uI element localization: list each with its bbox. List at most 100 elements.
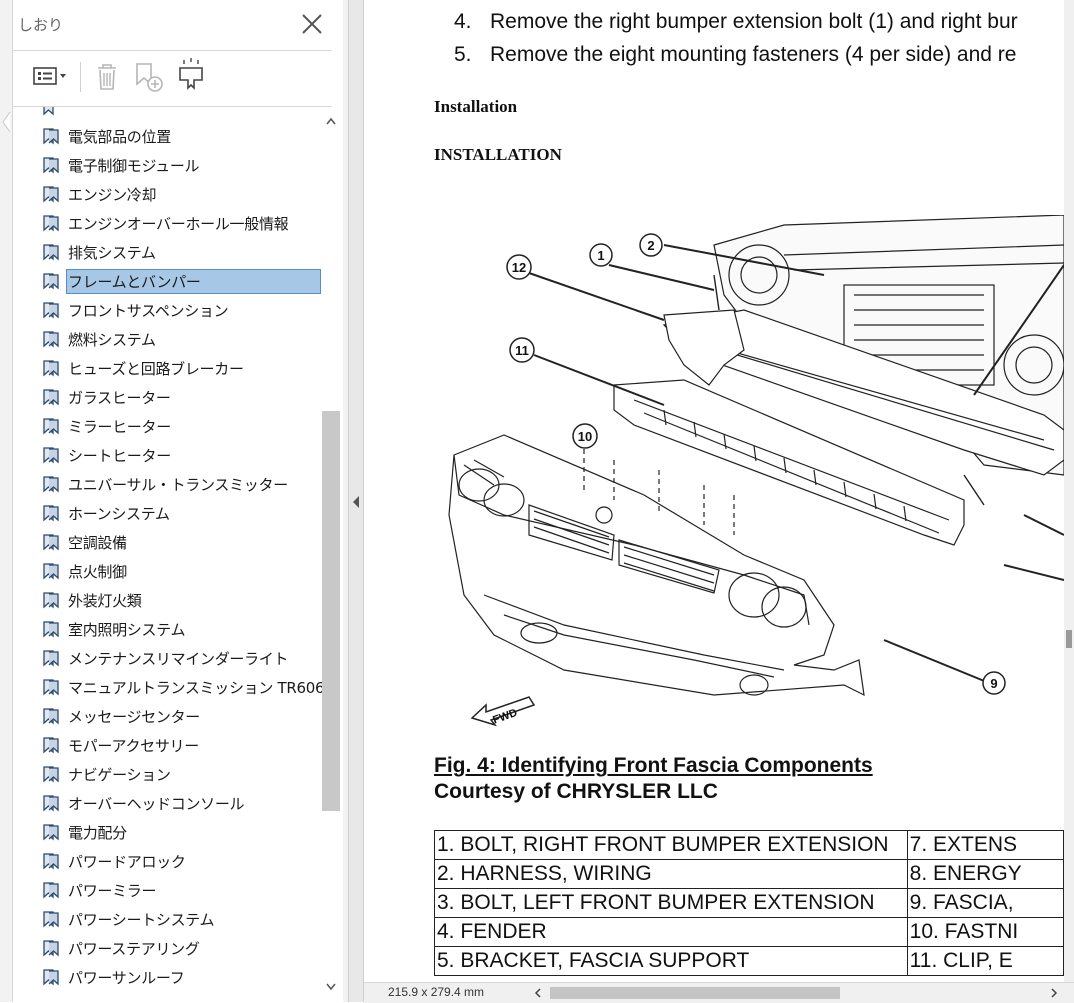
bookmark-icon	[42, 243, 60, 261]
toolbar-separator	[80, 62, 81, 92]
bookmark-label: ホーンシステム	[68, 505, 170, 523]
bookmark-label: 電気部品の位置	[68, 128, 171, 146]
scroll-down-icon[interactable]	[322, 979, 340, 995]
step-text: Remove the right bumper extension bolt (…	[490, 10, 1018, 33]
bookmark-item[interactable]: 室内照明システム	[28, 617, 328, 641]
bookmark-item[interactable]: マニュアルトランスミッション TR6060	[28, 675, 328, 699]
bookmark-item[interactable]: エンジン冷却	[28, 182, 328, 206]
bookmark-item[interactable]: ナビゲーション	[28, 762, 328, 786]
scroll-right-icon[interactable]	[1048, 986, 1060, 1000]
bookmark-item[interactable]: フロントサスペンション	[28, 298, 328, 322]
bookmarks-scrollbar[interactable]	[322, 113, 340, 998]
bookmark-icon	[42, 707, 60, 725]
scroll-up-icon[interactable]	[322, 113, 340, 129]
bookmark-label: 点火制御	[68, 563, 127, 581]
bookmark-item[interactable]: パワーシートシステム	[28, 907, 328, 931]
bookmark-item[interactable]: ミラーヒーター	[28, 414, 328, 438]
bookmark-icon	[42, 649, 60, 667]
bookmark-item[interactable]: パワーサンルーフ	[28, 965, 328, 989]
bookmark-icon	[42, 562, 60, 580]
bookmark-label: オーバーヘッドコンソール	[68, 795, 245, 813]
callout-9: 9	[982, 671, 1006, 695]
collapse-panel-icon[interactable]	[351, 494, 361, 514]
panel-tab-pointer	[0, 110, 12, 138]
bookmark-icon	[42, 620, 60, 638]
bookmark-item[interactable]: フレームとバンパー	[28, 269, 328, 294]
bookmark-label: ガラスヒーター	[68, 389, 171, 407]
step-number: 5.	[454, 43, 472, 66]
close-icon[interactable]	[298, 10, 326, 38]
callout-12: 12	[506, 254, 532, 280]
status-bar: 215.9 x 279.4 mm	[364, 982, 1074, 1003]
bookmark-item[interactable]: ヒューズと回路ブレーカー	[28, 356, 328, 380]
bookmark-item[interactable]: 点火制御	[28, 559, 328, 583]
bookmark-item-partial[interactable]	[28, 107, 328, 119]
bookmark-item[interactable]: ユニバーサル・トランスミッター	[28, 472, 328, 496]
bookmark-icon	[42, 910, 60, 928]
legend-cell: 8. ENERGY	[906, 859, 1064, 889]
bookmark-item[interactable]: パワードアロック	[28, 849, 328, 873]
new-bookmark-icon[interactable]	[132, 58, 166, 96]
bookmark-icon	[42, 533, 60, 551]
bookmark-icon	[42, 330, 60, 348]
bookmark-item[interactable]: 排気システム	[28, 240, 328, 264]
bookmark-label: エンジン冷却	[68, 186, 157, 204]
bookmark-tree: 電気部品の位置電子制御モジュールエンジン冷却エンジンオーバーホール一般情報排気シ…	[28, 107, 328, 995]
bookmark-icon	[42, 852, 60, 870]
bookmark-icon	[42, 127, 60, 145]
bookmark-item[interactable]: ホーンシステム	[28, 501, 328, 525]
bookmark-label: フロントサスペンション	[68, 302, 229, 320]
bookmark-item[interactable]: メンテナンスリマインダーライト	[28, 646, 328, 670]
legend-cell: 7. EXTENS	[906, 830, 1064, 860]
bookmark-item[interactable]: パワーステアリング	[28, 936, 328, 960]
bookmark-item[interactable]: 空調設備	[28, 530, 328, 554]
divider	[12, 106, 332, 107]
bookmark-label: マニュアルトランスミッション TR6060	[68, 679, 328, 697]
bookmark-item[interactable]: シートヒーター	[28, 443, 328, 467]
bookmark-icon	[42, 107, 60, 116]
bookmark-item[interactable]: 外装灯火類	[28, 588, 328, 612]
bookmark-item[interactable]: メッセージセンター	[28, 704, 328, 728]
scrollbar-thumb[interactable]	[322, 411, 340, 811]
bookmark-item[interactable]: 燃料システム	[28, 327, 328, 351]
legend-cell: 10. FASTNI	[906, 917, 1064, 947]
bookmark-icon	[42, 968, 60, 986]
divider	[12, 50, 332, 51]
document-vertical-scrollbar[interactable]	[1064, 0, 1074, 982]
svg-text:11: 11	[515, 343, 529, 358]
legend-cell: 5. BRACKET, FASCIA SUPPORT	[434, 946, 908, 976]
bookmark-label: パワーサンルーフ	[68, 969, 185, 987]
bookmark-item[interactable]: オーバーヘッドコンソール	[28, 791, 328, 815]
options-list-icon[interactable]	[32, 58, 72, 96]
bookmark-label: パワーシートシステム	[68, 911, 215, 929]
bookmark-label: パワーステアリング	[68, 940, 200, 958]
bookmarks-panel: しおり	[0, 0, 348, 1002]
bookmark-label: ユニバーサル・トランスミッター	[68, 476, 288, 494]
bookmark-icon	[42, 591, 60, 609]
bookmark-item[interactable]: 電子制御モジュール	[28, 153, 328, 177]
horizontal-scroll-thumb[interactable]	[550, 987, 840, 999]
delete-icon[interactable]	[92, 58, 122, 96]
document-page: 4. Remove the right bumper extension bol…	[364, 0, 1064, 982]
fwd-arrow-icon: FWD	[470, 696, 536, 727]
bookmark-label: ミラーヒーター	[68, 418, 171, 436]
bookmark-item[interactable]: モパーアクセサリー	[28, 733, 328, 757]
bookmark-item[interactable]: 電力配分	[28, 820, 328, 844]
bookmark-icon	[42, 417, 60, 435]
svg-text:1: 1	[597, 248, 604, 263]
bookmark-item[interactable]: ガラスヒーター	[28, 385, 328, 409]
bookmark-label: 空調設備	[68, 534, 127, 552]
bookmark-item[interactable]: パワーミラー	[28, 878, 328, 902]
bookmark-icon	[42, 794, 60, 812]
step-number: 4.	[454, 10, 472, 33]
bookmarks-panel-body	[12, 0, 343, 1002]
bookmark-icon	[42, 214, 60, 232]
bookmark-item[interactable]: エンジンオーバーホール一般情報	[28, 211, 328, 235]
scroll-left-icon[interactable]	[532, 986, 544, 1000]
document-scroll-thumb[interactable]	[1066, 630, 1072, 648]
bookmark-item[interactable]: 電気部品の位置	[28, 124, 328, 148]
expand-bookmark-icon[interactable]	[172, 58, 210, 96]
